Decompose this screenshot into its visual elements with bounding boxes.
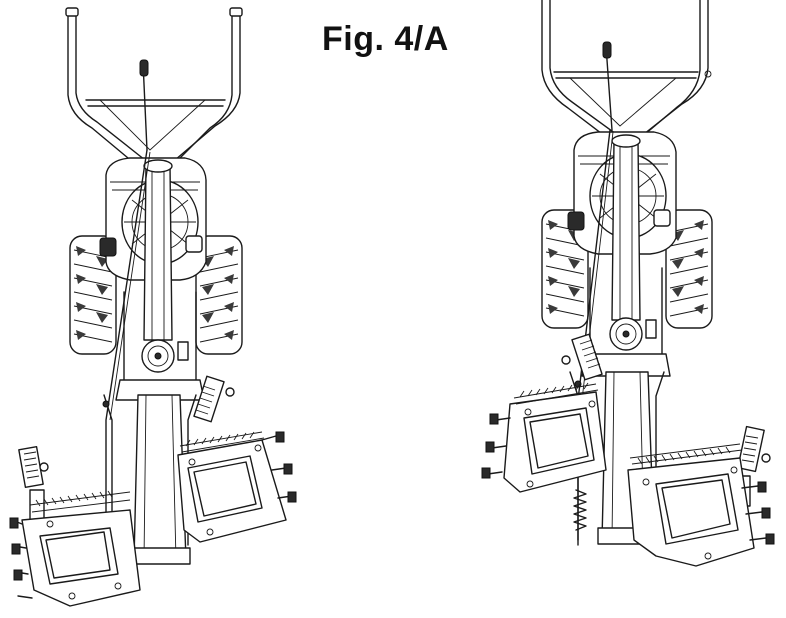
pulley <box>141 339 189 373</box>
mower-illustration-right <box>481 0 775 567</box>
center-blade-shaft <box>129 394 191 565</box>
control-lever <box>139 59 149 151</box>
height-gauge-right <box>193 375 235 423</box>
cable-rod <box>102 149 151 551</box>
height-gauge-left <box>561 333 603 381</box>
height-gauge-left <box>18 446 49 521</box>
handlebar <box>65 7 243 169</box>
cutting-deck-right <box>627 443 775 567</box>
mower-illustration-left <box>9 7 297 607</box>
wheel-right <box>195 235 243 355</box>
handlebar <box>541 0 712 141</box>
steering-column <box>143 159 173 341</box>
figure-title: Fig. 4/A <box>322 20 449 58</box>
spring <box>573 489 587 531</box>
steering-column <box>611 134 641 321</box>
pulley <box>609 317 657 351</box>
wheel-right <box>665 209 713 329</box>
cutting-deck-right <box>177 431 297 543</box>
control-lever <box>602 41 613 131</box>
cutting-deck-left <box>481 382 607 493</box>
wheel-left <box>69 235 117 355</box>
cutting-deck-left <box>9 490 141 607</box>
